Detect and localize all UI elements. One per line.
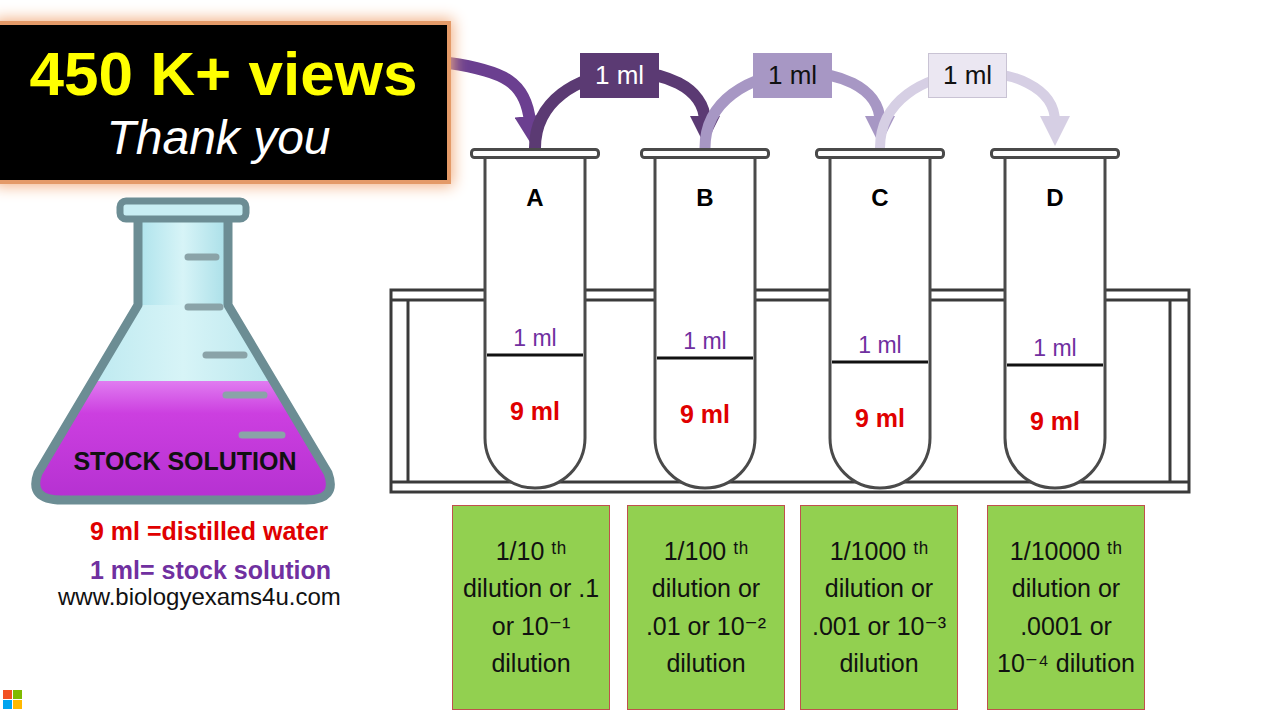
tube-volume-top: 1 ml bbox=[990, 335, 1120, 362]
rack-edge bbox=[407, 300, 410, 482]
tube-volume-top: 1 ml bbox=[640, 328, 770, 355]
tube-rim bbox=[642, 150, 769, 158]
stock-liquid bbox=[20, 381, 350, 511]
volume-mark bbox=[657, 357, 753, 360]
legend-note: 1 ml= stock solution bbox=[90, 556, 331, 585]
logo-square bbox=[13, 690, 22, 699]
test-tube: B 1 ml 9 ml bbox=[640, 148, 770, 493]
title-banner: 450 K+ viewsThank you bbox=[0, 25, 447, 180]
banner-subline: Thank you bbox=[106, 109, 330, 167]
tube-letter: B bbox=[640, 184, 770, 212]
flask-neck bbox=[138, 215, 228, 310]
dilution-text: 1/10000 ᵗʰ dilution or .0001 or 10⁻⁴ dil… bbox=[993, 533, 1139, 683]
tube-volume-bottom: 9 ml bbox=[990, 407, 1120, 436]
banner-headline: 450 K+ views bbox=[30, 38, 418, 109]
volume-mark bbox=[1007, 364, 1103, 367]
dilution-box: 1/1000 ᵗʰ dilution or .001 or 10⁻³ dilut… bbox=[800, 505, 958, 710]
transfer-volume-label: 1 ml bbox=[753, 53, 832, 98]
test-tube: D 1 ml 9 ml bbox=[990, 148, 1120, 493]
dilution-text: 1/100 ᵗʰ dilution or .01 or 10⁻² dilutio… bbox=[633, 533, 779, 683]
volume-mark bbox=[487, 354, 583, 357]
tube-letter: C bbox=[815, 184, 945, 212]
dilution-box: 1/10 ᵗʰ dilution or .1 or 10⁻¹ dilution bbox=[452, 505, 610, 710]
tube-letter: D bbox=[990, 184, 1120, 212]
dilution-box: 1/100 ᵗʰ dilution or .01 or 10⁻² dilutio… bbox=[627, 505, 785, 710]
legend-note: 9 ml =distilled water bbox=[90, 517, 328, 546]
flask-rim bbox=[120, 201, 246, 219]
transfer-arrow bbox=[449, 63, 530, 122]
test-tube: C 1 ml 9 ml bbox=[815, 148, 945, 493]
flask-label: STOCK SOLUTION bbox=[20, 447, 350, 476]
logo-square bbox=[3, 700, 12, 709]
transfer-volume-label: 1 ml bbox=[580, 53, 659, 98]
transfer-volume-label: 1 ml bbox=[928, 53, 1007, 98]
rack-edge bbox=[1169, 300, 1172, 482]
tube-volume-bottom: 9 ml bbox=[470, 397, 600, 426]
tube-volume-bottom: 9 ml bbox=[815, 404, 945, 433]
test-tube: A 1 ml 9 ml bbox=[470, 148, 600, 493]
tube-letter: A bbox=[470, 184, 600, 212]
logo-square bbox=[13, 700, 22, 709]
tube-rim bbox=[472, 150, 599, 158]
volume-mark bbox=[832, 361, 928, 364]
website-url: www.biologyexams4u.com bbox=[58, 583, 341, 611]
tube-rim bbox=[817, 150, 944, 158]
dilution-text: 1/1000 ᵗʰ dilution or .001 or 10⁻³ dilut… bbox=[806, 533, 952, 683]
graduation-marks bbox=[188, 257, 282, 435]
tube-rim bbox=[992, 150, 1119, 158]
dilution-text: 1/10 ᵗʰ dilution or .1 or 10⁻¹ dilution bbox=[458, 533, 604, 683]
stock-flask: STOCK SOLUTION bbox=[20, 195, 350, 510]
tube-volume-top: 1 ml bbox=[815, 332, 945, 359]
tube-volume-bottom: 9 ml bbox=[640, 400, 770, 429]
logo-square bbox=[3, 690, 12, 699]
dilution-box: 1/10000 ᵗʰ dilution or .0001 or 10⁻⁴ dil… bbox=[987, 505, 1145, 710]
tube-volume-top: 1 ml bbox=[470, 325, 600, 352]
windows-logo bbox=[3, 690, 22, 709]
